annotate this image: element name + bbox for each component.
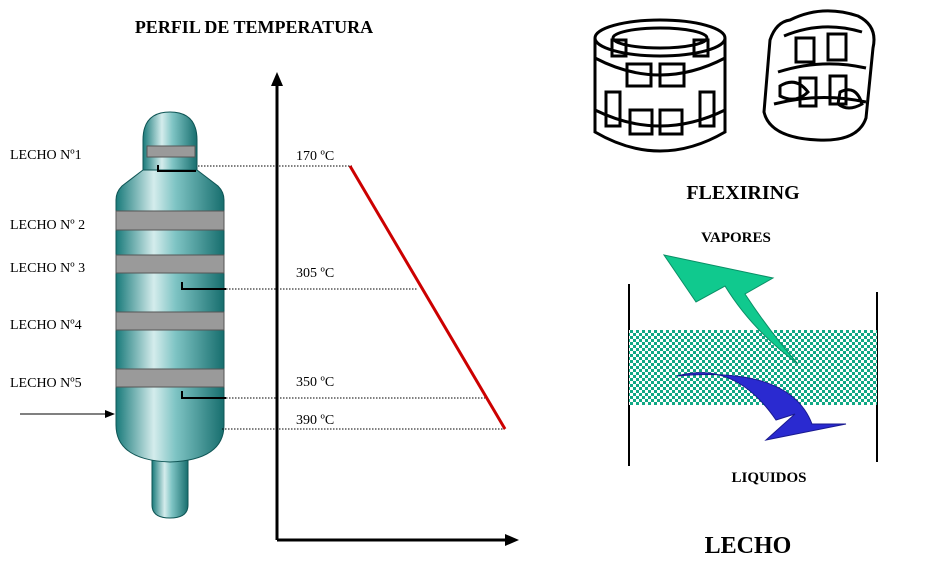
bed-band-2	[115, 210, 225, 231]
liquid-label: LIQUIDOS	[731, 470, 806, 486]
flexiring-ring-icon-1	[593, 18, 727, 153]
temp-label-305: 305 ºC	[296, 266, 334, 281]
bed-label-3: LECHO Nº 3	[10, 261, 85, 276]
bed-label-5: LECHO Nº5	[10, 376, 82, 391]
bed-label-4: LECHO Nº4	[10, 318, 82, 333]
temp-label-390: 390 ºC	[296, 413, 334, 428]
bed-band-3	[115, 254, 225, 274]
bottom-nozzle	[151, 459, 189, 519]
bed-band-4	[115, 311, 225, 331]
profile-x-arrowhead	[505, 534, 519, 546]
bed-detail-title: LECHO	[705, 533, 792, 559]
bed-band-1	[146, 145, 196, 158]
flexiring-ring-icon-2	[762, 9, 876, 142]
vapor-label: VAPORES	[701, 230, 771, 246]
temperature-profile-line	[348, 165, 507, 430]
diagram-title: PERFIL DE TEMPERATURA	[135, 17, 373, 37]
temp-label-170: 170 ºC	[296, 149, 334, 164]
probe-1	[157, 165, 196, 172]
probe-5	[181, 391, 226, 399]
feed-arrowhead	[105, 410, 115, 418]
packing-label: FLEXIRING	[686, 182, 800, 204]
bed-label-1: LECHO Nº1	[10, 148, 82, 163]
profile-y-arrowhead	[271, 72, 283, 86]
vapor-arrow	[662, 254, 799, 365]
temp-label-350: 350 ºC	[296, 375, 334, 390]
liquid-arrow	[676, 372, 847, 441]
probe-3	[181, 282, 226, 290]
bed-band-5	[115, 368, 225, 388]
bed-label-2: LECHO Nº 2	[10, 218, 85, 233]
top-dome	[142, 111, 198, 171]
